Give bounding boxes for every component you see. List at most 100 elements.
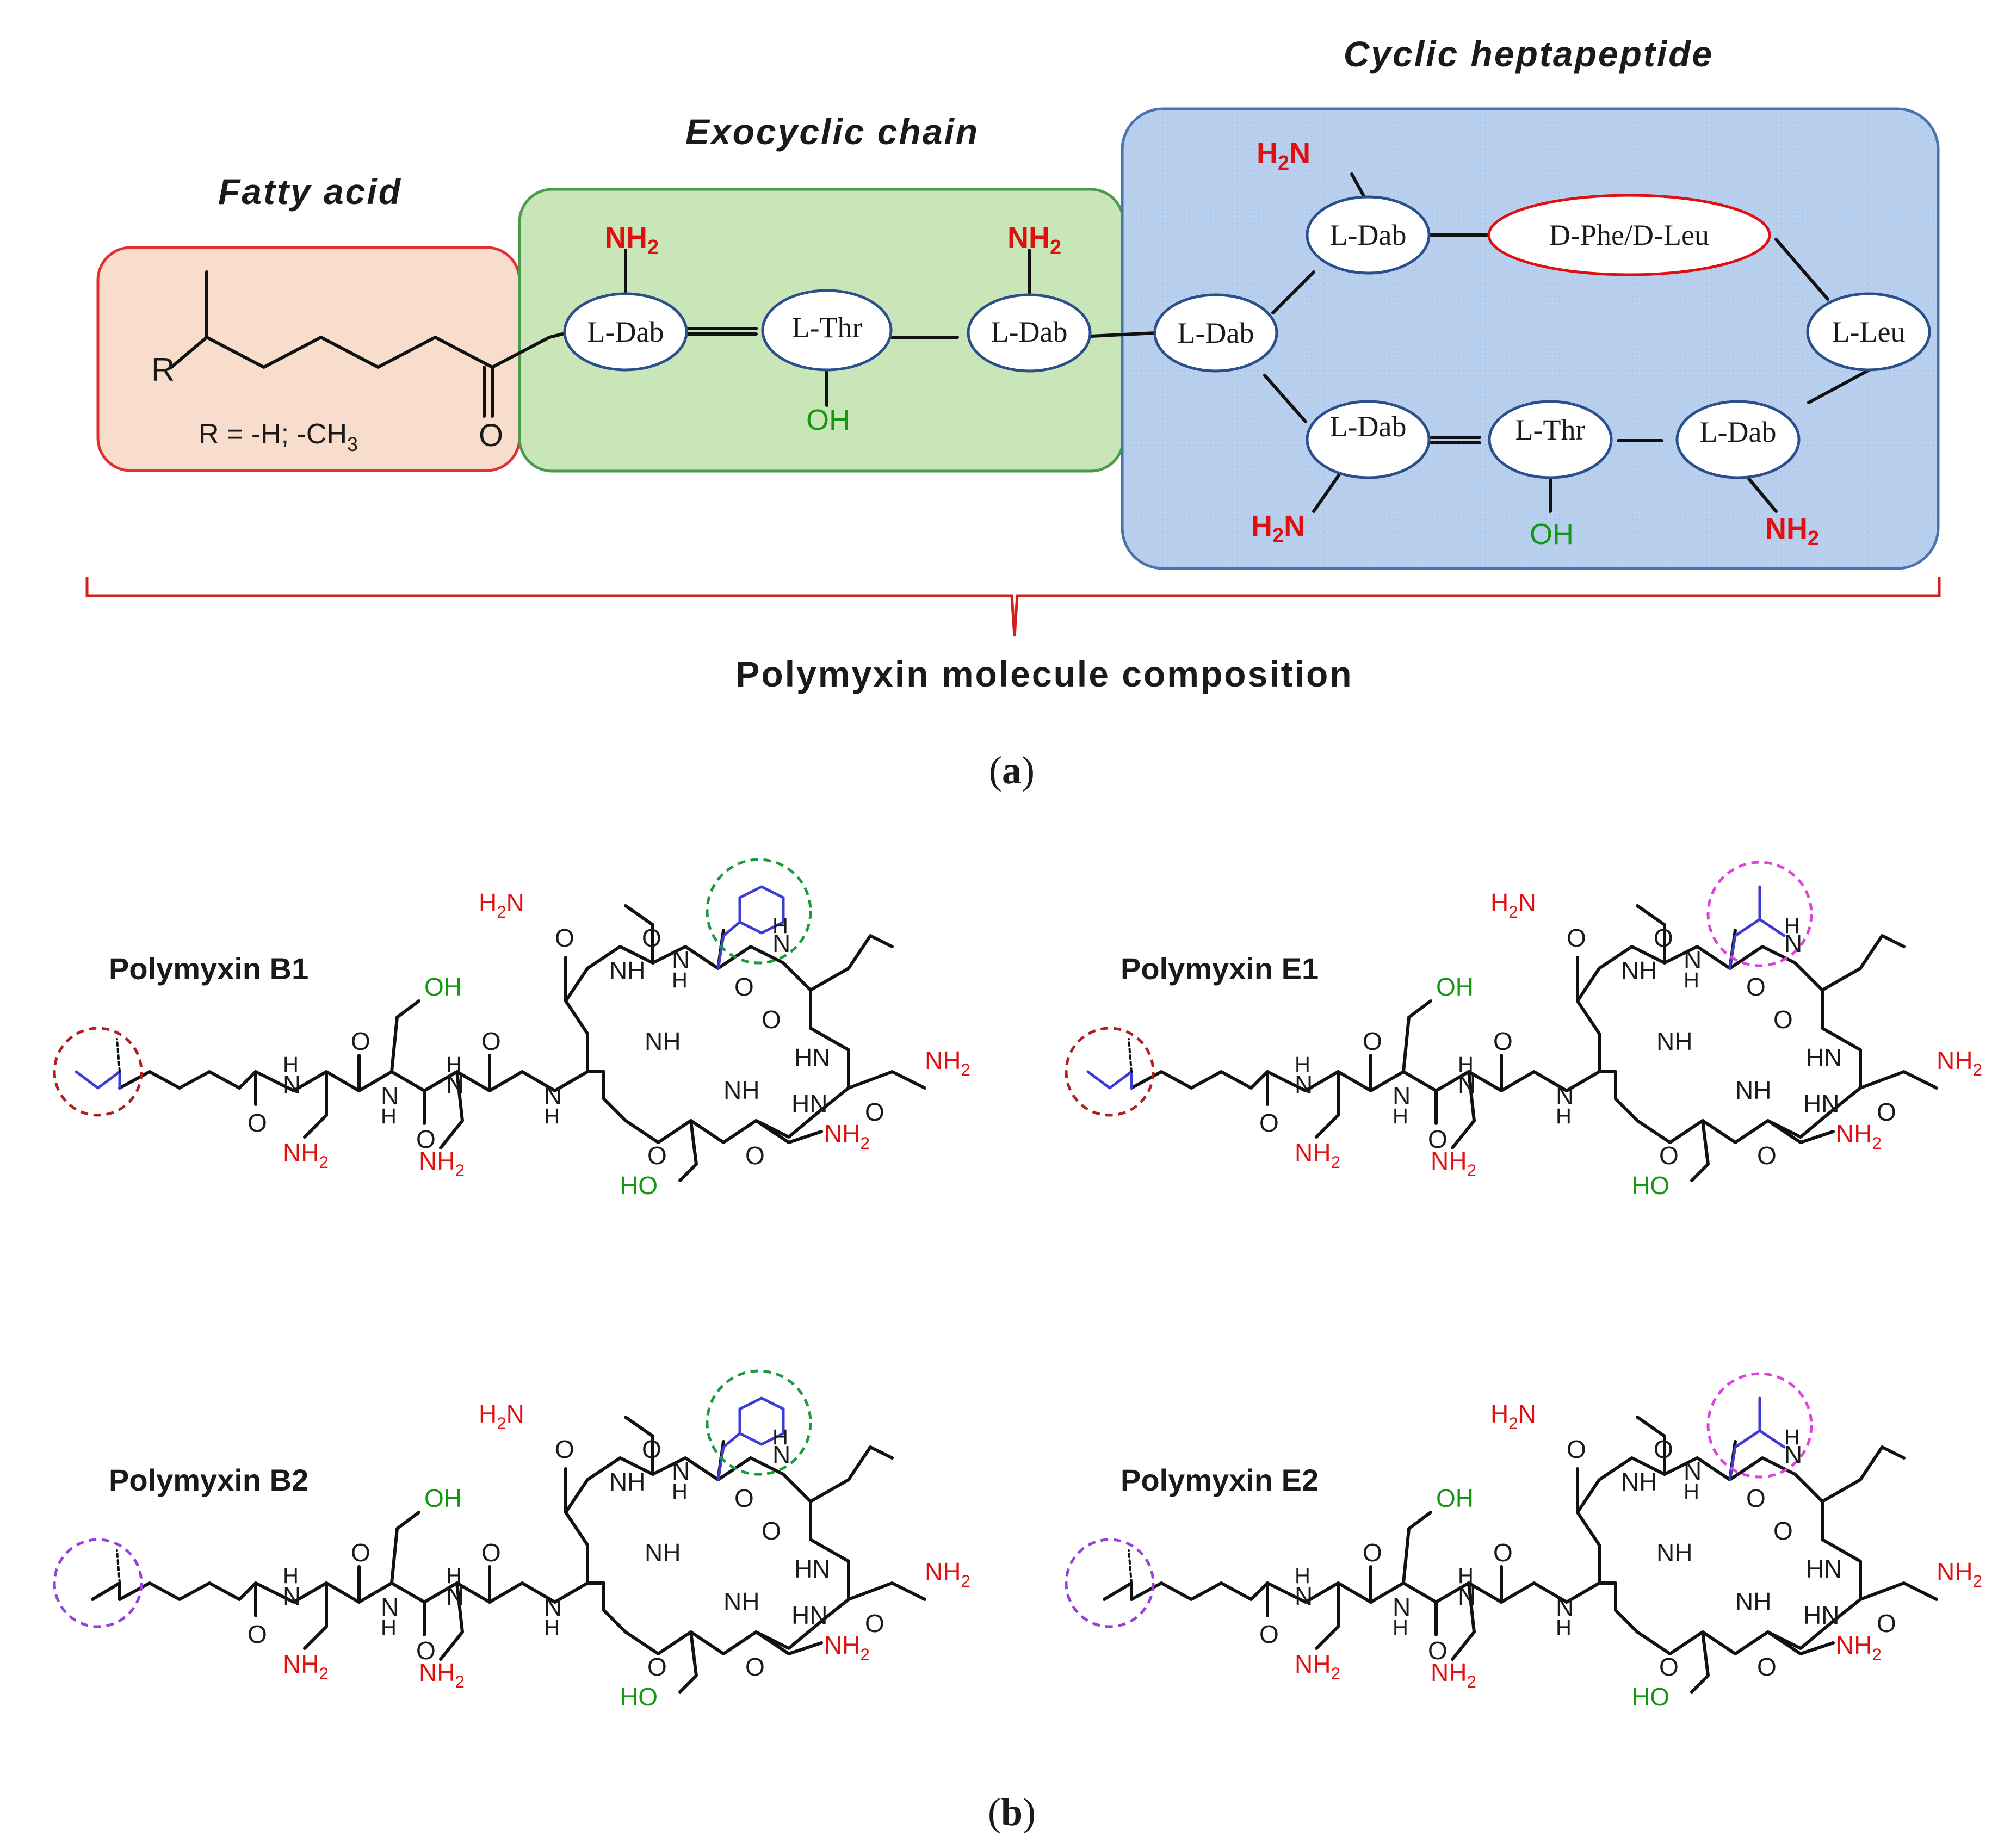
bond: [303, 1581, 328, 1650]
amine-group: NH2: [925, 1557, 970, 1591]
bond: [678, 1630, 698, 1694]
atom-label: N: [381, 1081, 399, 1110]
atom-label: O: [745, 1141, 765, 1170]
amine-group: NH2: [824, 1120, 870, 1153]
label-thr-2: L-Thr: [1515, 413, 1586, 446]
atom-label: O: [1363, 1027, 1382, 1055]
bond: [624, 1416, 654, 1476]
label-leu: L-Leu: [1832, 316, 1906, 348]
node-leu: [1806, 292, 1931, 372]
atom-label: HN: [794, 1555, 830, 1583]
atom-label: OH: [1436, 1484, 1474, 1512]
tail-highlight-circle: [53, 1538, 143, 1628]
composition-label: Polymyxin molecule composition: [735, 654, 1353, 694]
amine-group: NH2: [1295, 1139, 1340, 1172]
side-chain-groups: NH2 NH2 OH H2N H2N OH NH2: [605, 137, 1819, 551]
bond: [254, 1581, 589, 1604]
atom-label: O: [1757, 1653, 1777, 1681]
bond: [1636, 904, 1666, 965]
atom-label: N: [1784, 1441, 1802, 1469]
atom-label: NH: [723, 1076, 759, 1104]
atom-label: O: [555, 924, 574, 952]
amine-group: H2N: [1490, 1400, 1536, 1433]
label-dab-1: L-Dab: [587, 316, 664, 348]
atom-label: O: [1428, 1636, 1448, 1665]
bond: [1266, 1070, 1601, 1092]
fatty-acid-title: Fatty acid: [218, 171, 402, 212]
bond: [754, 1630, 823, 1655]
atom-label: NH: [723, 1587, 759, 1616]
amine-group: NH2: [419, 1658, 465, 1691]
atom-label: N: [283, 1071, 301, 1099]
isobutyl-group: [1728, 885, 1786, 970]
atom-label: H: [544, 1104, 560, 1128]
atom-label: OH: [1436, 973, 1474, 1001]
atom-label: O: [1654, 1435, 1673, 1463]
atom-label: NH: [609, 956, 645, 985]
bond: [847, 1070, 926, 1090]
bond: [809, 1445, 894, 1503]
bond: [1690, 1630, 1710, 1694]
tail-highlight-circle: [1065, 1538, 1155, 1628]
amine-group: H2N: [1257, 137, 1310, 175]
structure-title: Polymyxin B1: [109, 951, 308, 986]
atom-label: O: [1493, 1538, 1513, 1567]
bond: [564, 1456, 850, 1655]
bond: [1315, 1070, 1340, 1139]
atom-label: HN: [794, 1043, 830, 1072]
atom-label: H: [772, 914, 788, 938]
composition-bracket: [85, 577, 1941, 637]
tail-highlight-circle: [53, 1027, 143, 1117]
atom-label: N: [1684, 945, 1702, 974]
fatty-acid-chain: [170, 336, 551, 369]
atom-label: O: [248, 1620, 267, 1648]
atom-label: O: [1493, 1027, 1513, 1055]
atom-label: N: [381, 1593, 399, 1621]
bond: [1690, 1119, 1710, 1182]
atom-label: H: [1556, 1616, 1572, 1640]
residue-highlight-circle: [706, 1369, 812, 1476]
node-dab-6: [1675, 400, 1801, 479]
node-thr-1: [761, 289, 893, 372]
bond: [809, 934, 894, 992]
bond: [1315, 1581, 1340, 1650]
atom-label: N: [1295, 1071, 1313, 1099]
atom-label: NH: [1656, 1027, 1692, 1055]
atom-label: H: [1458, 1564, 1474, 1588]
amine-group: NH2: [1937, 1557, 1982, 1591]
bond: [847, 1581, 926, 1601]
atom-label: O: [416, 1636, 436, 1665]
atom-label: NH: [1735, 1587, 1771, 1616]
atom-label: O: [1428, 1125, 1448, 1153]
amine-group: NH2: [1836, 1120, 1882, 1153]
atom-label: O: [1773, 1517, 1793, 1545]
bond: [754, 1119, 823, 1144]
r-definition: R = -H; -CH3: [199, 418, 358, 455]
node-dab-1: [563, 292, 688, 372]
atom-label: O: [1567, 1435, 1586, 1463]
label-dab-4: L-Dab: [1330, 219, 1407, 251]
bond: [254, 1070, 589, 1092]
atom-label: N: [772, 1441, 790, 1469]
amine-group: NH2: [824, 1631, 870, 1664]
atom-label: HN: [1806, 1555, 1842, 1583]
atom-label: O: [248, 1109, 267, 1137]
atom-label: O: [1877, 1098, 1896, 1126]
atom-label: NH: [1656, 1538, 1692, 1567]
atom-label: O: [642, 1435, 661, 1463]
atom-label: N: [446, 1582, 464, 1610]
atom-label: N: [1393, 1081, 1411, 1110]
structure-title: Polymyxin E1: [1121, 951, 1319, 986]
bond: [1402, 1511, 1432, 1585]
fatty-tail-ethyl: [1086, 1070, 1133, 1090]
atom-label: H: [1458, 1053, 1474, 1077]
amine-group: NH2: [1937, 1046, 1982, 1079]
atom-label: OH: [424, 973, 462, 1001]
label-dab-2: L-Dab: [991, 316, 1068, 348]
atom-label: H: [1556, 1104, 1572, 1128]
atom-label: H: [283, 1564, 299, 1588]
bond: [1451, 1581, 1476, 1661]
atom-label: O: [647, 1653, 667, 1681]
amine-group: NH2: [1765, 512, 1819, 550]
